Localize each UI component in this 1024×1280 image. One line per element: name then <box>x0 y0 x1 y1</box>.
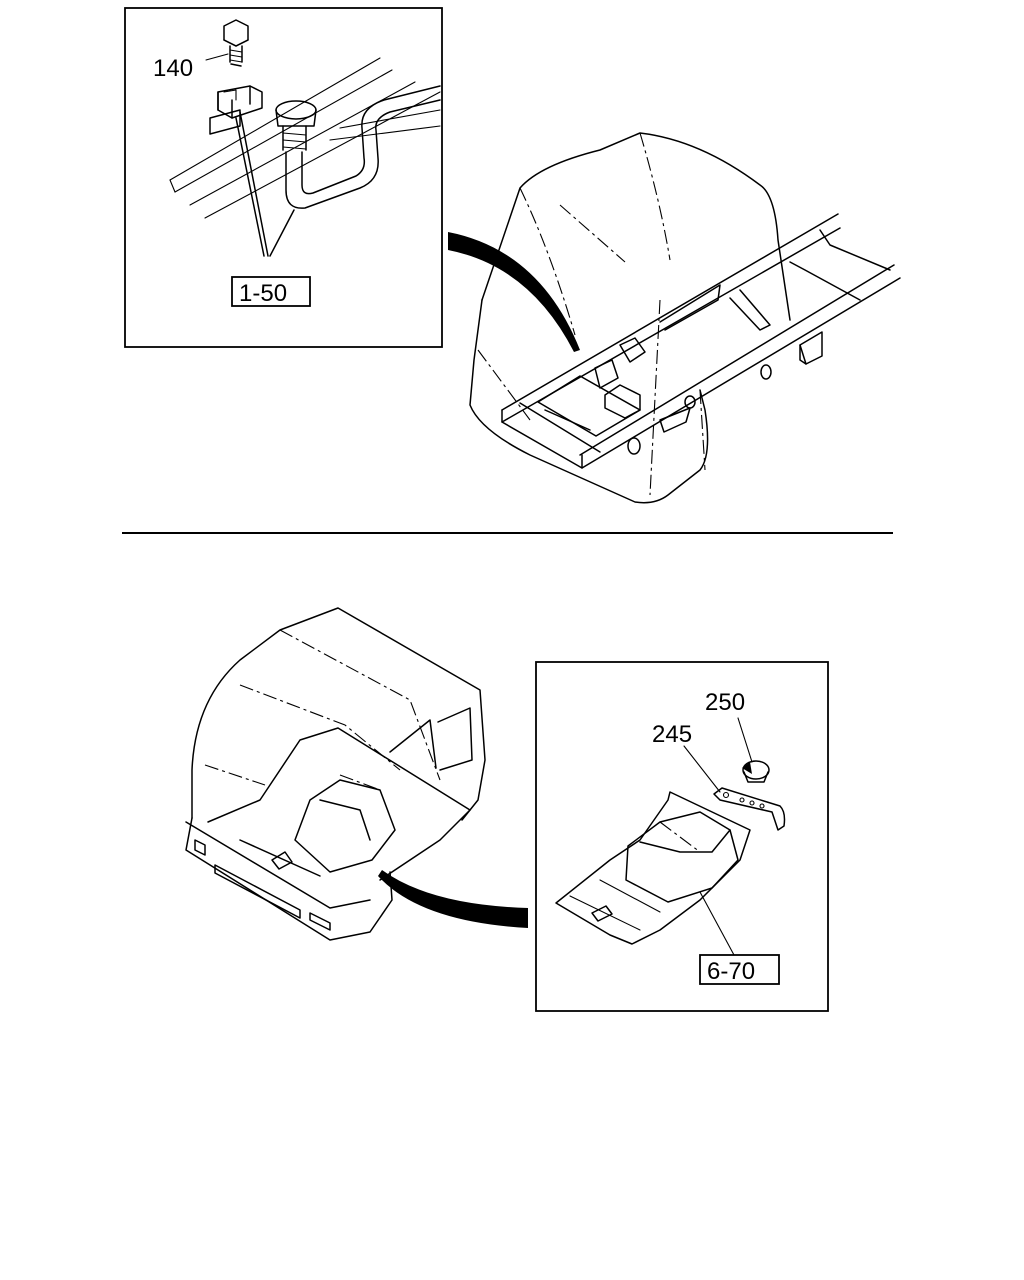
label-140: 140 <box>153 55 193 82</box>
hose-connector-icon[interactable] <box>275 85 441 209</box>
leader-6-70 <box>699 891 735 956</box>
leader-140 <box>205 53 229 61</box>
bottom-cab-illustration <box>185 607 486 941</box>
top-cab-illustration <box>469 132 901 504</box>
bottom-detail-inset: 250 245 6-70 <box>535 661 829 1012</box>
top-pointer-arrow <box>448 232 580 352</box>
leaders-1-50 <box>235 111 295 257</box>
inset-frame-rails <box>169 57 441 219</box>
bolt-140-icon[interactable] <box>223 19 249 67</box>
label-1-50: 1-50 <box>239 280 287 307</box>
label-250: 250 <box>705 689 745 716</box>
label-245: 245 <box>652 721 692 748</box>
clamp-bracket-icon[interactable] <box>209 85 263 135</box>
leader-245 <box>683 745 721 793</box>
ref-box-1-50[interactable] <box>231 276 311 307</box>
top-inset-frame <box>124 7 443 348</box>
label-6-70: 6-70 <box>707 958 755 985</box>
floor-cover-icon[interactable] <box>555 791 751 945</box>
top-detail-inset: 140 1-50 <box>124 7 443 348</box>
bracket-245-icon[interactable] <box>713 787 786 831</box>
bottom-inset-frame <box>535 661 829 1012</box>
clip-250-icon[interactable] <box>742 760 770 783</box>
bottom-pointer-arrow <box>378 870 528 928</box>
leader-250 <box>737 717 753 763</box>
ref-box-6-70[interactable] <box>699 954 780 985</box>
